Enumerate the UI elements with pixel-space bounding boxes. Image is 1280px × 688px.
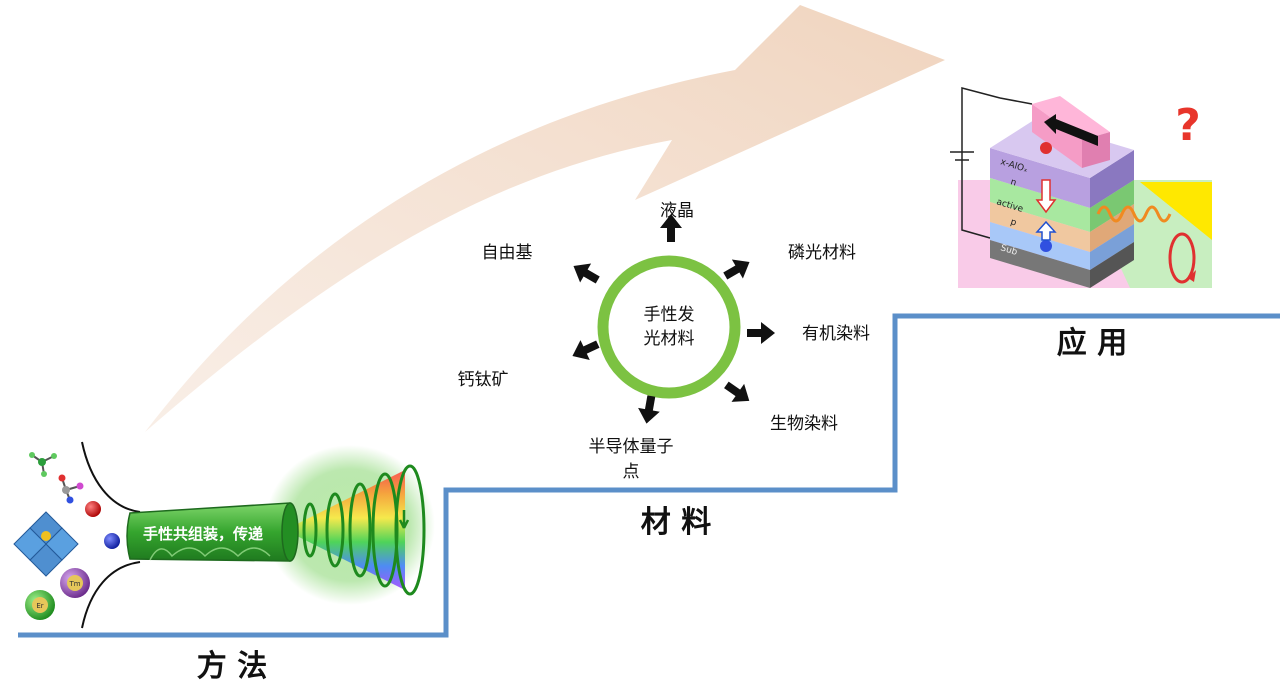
- staircase-line: [18, 313, 1280, 638]
- red-ball: [85, 501, 101, 517]
- molecule-cluster-1: [29, 452, 57, 477]
- perovskite-octahedra: [13, 511, 79, 577]
- svg-text:Er: Er: [36, 602, 43, 610]
- molecule-cluster-2: [58, 474, 84, 504]
- material-organic-dye: 有机染料: [802, 324, 870, 344]
- method-illustration: Tm Er 手性共组装，传递: [13, 441, 435, 629]
- material-perovskite: 钙钛矿: [458, 370, 509, 390]
- materials-hub: 手性发 光材料 液晶 磷光材料 有机染料 生物染料 半导体量子 点 钙钛矿: [458, 201, 871, 482]
- material-quantum-dot-line1: 半导体量子: [589, 437, 674, 457]
- material-phosphorescent: 磷光材料: [788, 243, 856, 263]
- arrow-to-quantum-dot: [638, 395, 660, 424]
- material-quantum-dot-line2: 点: [623, 462, 640, 482]
- tm-ball: Tm: [60, 568, 90, 598]
- chiral-helix: [302, 464, 426, 596]
- tube-opening: [281, 502, 299, 562]
- layer-label-p: p: [1009, 217, 1018, 228]
- spin-arrow-blue: [1035, 220, 1057, 241]
- er-ball: Er: [25, 590, 55, 620]
- tube-ribbon: [149, 547, 271, 561]
- hub-ring: [597, 255, 741, 399]
- arrow-to-perovskite: [572, 340, 600, 361]
- section-title-materials: 材 料: [641, 505, 711, 540]
- emission-wave: [1096, 205, 1172, 223]
- arrow-to-liquid-crystal: [660, 214, 682, 242]
- question-mark: ?: [1175, 100, 1201, 151]
- svg-text:Tm: Tm: [68, 580, 80, 588]
- funnel-curve-top: [81, 441, 141, 513]
- spin-arrow-red: [1035, 179, 1057, 214]
- layer-label-n: n: [1009, 177, 1017, 188]
- spin-arrow-black: [1044, 114, 1098, 146]
- tube-label: 手性共组装，传递: [143, 525, 263, 543]
- arrow-to-bio-dye: [724, 381, 750, 402]
- layer-label-sub: Sub: [999, 243, 1019, 258]
- section-title-method: 方 法: [197, 649, 267, 684]
- hub-label-line1: 手性发: [644, 305, 695, 325]
- material-radical: 自由基: [482, 243, 533, 263]
- arrow-to-phosphorescent: [723, 259, 750, 280]
- arrow-to-radical: [573, 263, 600, 284]
- led-device-illustration: x-AlOₓ n active p Sub ?: [950, 87, 1212, 288]
- material-liquid-crystal: 液晶: [660, 201, 694, 221]
- material-bio-dye: 生物染料: [770, 414, 838, 434]
- section-title-application: 应 用: [1057, 326, 1127, 361]
- circuit-wire: [961, 87, 1001, 239]
- blue-ball: [104, 533, 120, 549]
- hub-label-line2: 光材料: [644, 329, 695, 349]
- circular-polarization-ring: [1168, 232, 1196, 284]
- funnel-curve-bottom: [81, 561, 141, 629]
- progress-arrow: [145, 5, 945, 432]
- arrow-to-organic-dye: [747, 322, 775, 344]
